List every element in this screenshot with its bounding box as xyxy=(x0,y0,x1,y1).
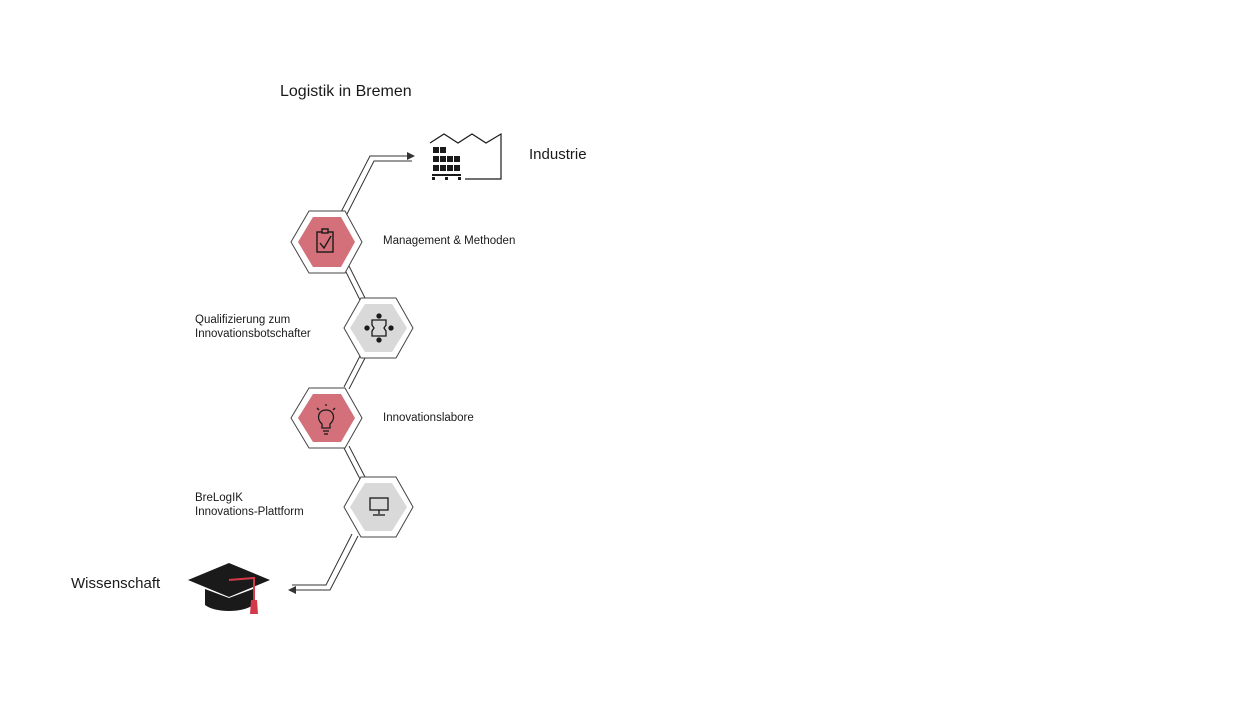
hexagon-innovationslabore xyxy=(290,387,363,449)
step-label-management: Management & Methoden xyxy=(383,235,516,247)
hexagon-qualifizierung xyxy=(343,297,414,359)
step-label-line2: Innovationsbotschafter xyxy=(195,328,311,340)
step-label-line1: BreLogIK xyxy=(195,492,243,504)
step-label-line1: Qualifizierung zum xyxy=(195,314,291,326)
factory-icon xyxy=(429,132,502,180)
clipboard-check-icon xyxy=(316,228,334,253)
connector-top xyxy=(339,152,415,217)
hexagon-plattform xyxy=(343,476,414,538)
diagram-title: Logistik in Bremen xyxy=(280,83,412,100)
step-label-qualifizierung: Qualifizierung zum Innovationsbotschafte… xyxy=(195,313,311,341)
step-label-line2: Innovations-Plattform xyxy=(195,506,304,518)
monitor-icon xyxy=(369,497,389,516)
step-label-plattform: BreLogIK Innovations-Plattform xyxy=(195,491,304,519)
connector-links xyxy=(343,265,366,480)
lightbulb-icon xyxy=(316,404,336,435)
network-icon xyxy=(364,313,394,343)
connector-bottom xyxy=(288,533,359,594)
hexagon-management xyxy=(290,210,363,274)
wissenschaft-label: Wissenschaft xyxy=(71,575,161,592)
graduation-cap-icon xyxy=(188,563,270,614)
step-label-innovationslabore: Innovationslabore xyxy=(383,412,474,424)
industrie-label: Industrie xyxy=(529,146,587,163)
